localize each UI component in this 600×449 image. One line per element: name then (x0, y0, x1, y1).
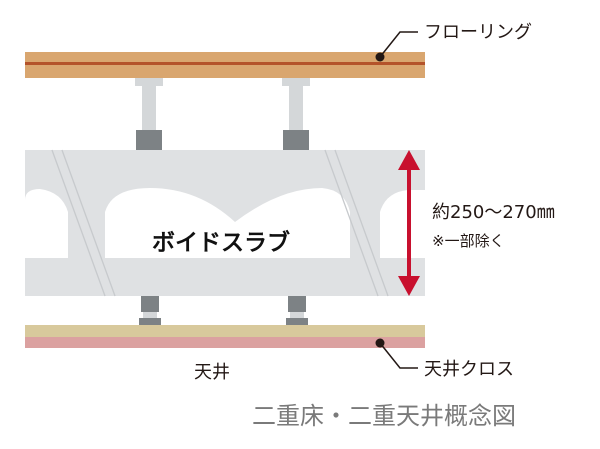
exception-note: ※一部除く (432, 232, 505, 250)
thickness-arrow-head-top (398, 150, 420, 170)
void-slab: ボイドスラブ (25, 149, 425, 297)
floor-support-right (282, 78, 310, 150)
ceiling-cloth-leader-line (379, 342, 418, 369)
slab-void-left (25, 189, 68, 258)
ceiling-cloth-label: 天井クロス (424, 359, 514, 380)
ceiling-support-right (286, 296, 308, 325)
ceiling-support-left (139, 296, 161, 325)
ceiling (25, 325, 425, 348)
support-cap (282, 78, 310, 86)
flooring-leader-line (379, 31, 418, 58)
floor-supports (135, 78, 310, 150)
slab-void-center (105, 188, 350, 258)
ceiling-label: 天井 (194, 362, 230, 383)
thickness-arrow-head-bottom (398, 276, 420, 296)
floor-support-left (135, 78, 163, 150)
ceiling-cloth (25, 337, 425, 348)
leader-lines (375, 31, 418, 369)
support-cap (139, 318, 161, 325)
flooring-leader-dot (375, 52, 385, 62)
slab-label: ボイドスラブ (152, 229, 290, 256)
support-foot (288, 296, 306, 312)
ceiling-board (25, 325, 425, 337)
support-cap (135, 78, 163, 86)
diagram-caption: 二重床・二重天井概念図 (252, 402, 516, 430)
thickness-arrow (398, 150, 420, 296)
ceiling-cloth-leader-dot (375, 338, 385, 348)
support-post (142, 86, 156, 132)
flooring-label: フローリング (424, 22, 532, 43)
support-foot (141, 296, 159, 312)
ceiling-supports (139, 296, 308, 325)
slab-void-right (380, 190, 425, 258)
support-foot (283, 130, 309, 150)
support-cap (286, 318, 308, 325)
support-post (290, 312, 304, 320)
support-foot (136, 130, 162, 150)
slab-hatching (51, 149, 389, 297)
flooring-stripe (25, 62, 425, 65)
support-post (289, 86, 303, 132)
support-post (143, 312, 157, 320)
flooring (25, 52, 425, 78)
thickness-label: 約250〜270㎜ (432, 202, 555, 223)
